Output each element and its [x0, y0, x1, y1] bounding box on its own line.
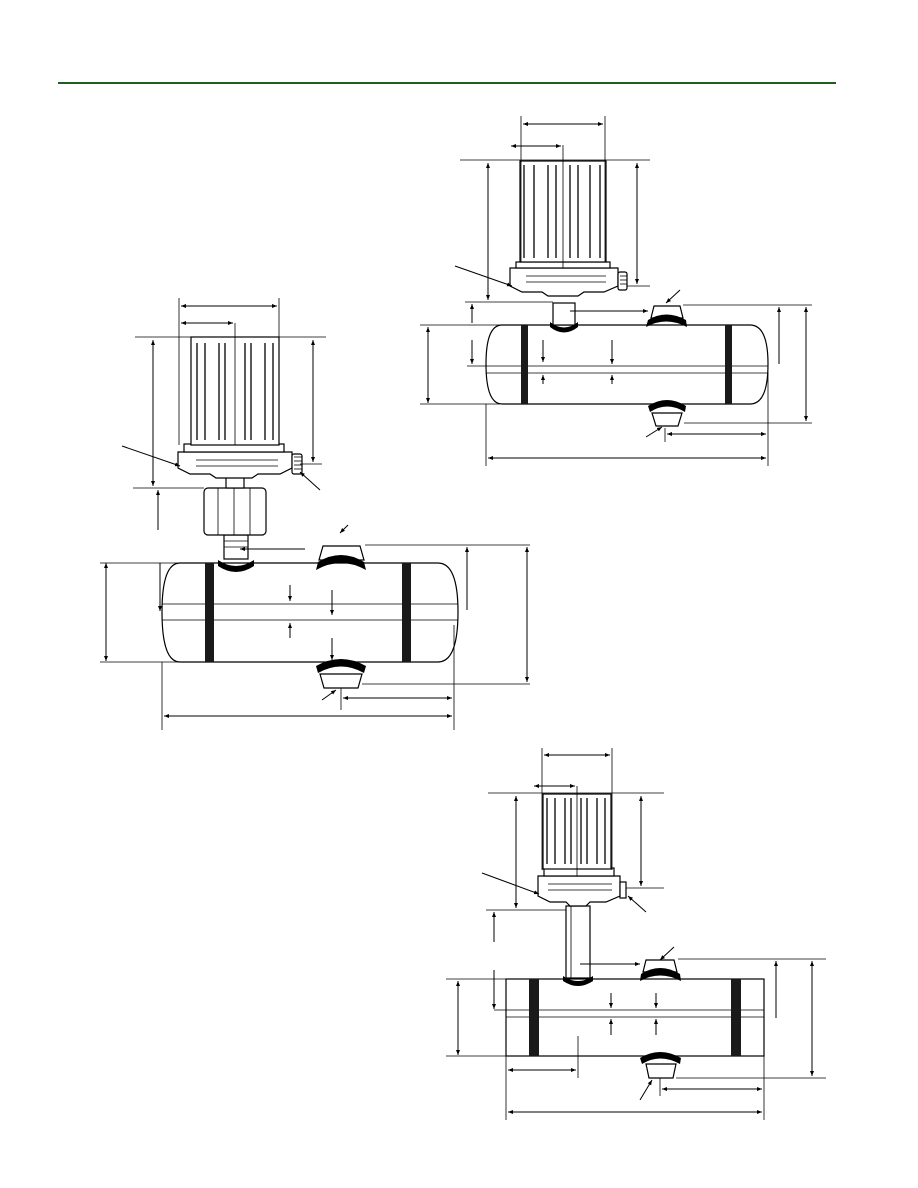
switch-housing	[177, 443, 293, 479]
extended-stem-view	[446, 748, 826, 1120]
tank-band	[731, 979, 741, 1056]
switch-housing	[509, 261, 619, 297]
direct-mount-view	[420, 116, 812, 466]
finned-cover	[519, 145, 607, 268]
stem	[550, 302, 578, 333]
top-port	[646, 305, 687, 327]
bottom-port	[648, 400, 686, 427]
standoff-mount-view	[100, 298, 530, 730]
dimension-lines	[420, 116, 812, 466]
top-port	[316, 545, 366, 570]
conduit-fitting	[619, 881, 627, 899]
bottom-port	[316, 659, 366, 689]
finned-cover	[190, 323, 280, 446]
switch-housing	[537, 867, 621, 907]
tank-band	[529, 979, 539, 1056]
header-rule	[58, 82, 836, 84]
top-port	[640, 959, 681, 981]
dimension-lines	[100, 298, 530, 730]
tank-band	[725, 325, 732, 404]
dimension-lines	[446, 748, 826, 1120]
finned-cover	[542, 786, 612, 876]
tank-body	[467, 324, 769, 405]
tank-body	[161, 562, 459, 663]
tank-body	[494, 978, 765, 1057]
bottom-port	[640, 1052, 681, 1079]
extended-stem	[563, 905, 593, 986]
tank-band	[205, 563, 214, 662]
standoff-adapter	[203, 472, 267, 560]
tank-band	[521, 325, 528, 404]
conduit-fitting	[617, 271, 628, 291]
tank-band	[402, 563, 411, 662]
